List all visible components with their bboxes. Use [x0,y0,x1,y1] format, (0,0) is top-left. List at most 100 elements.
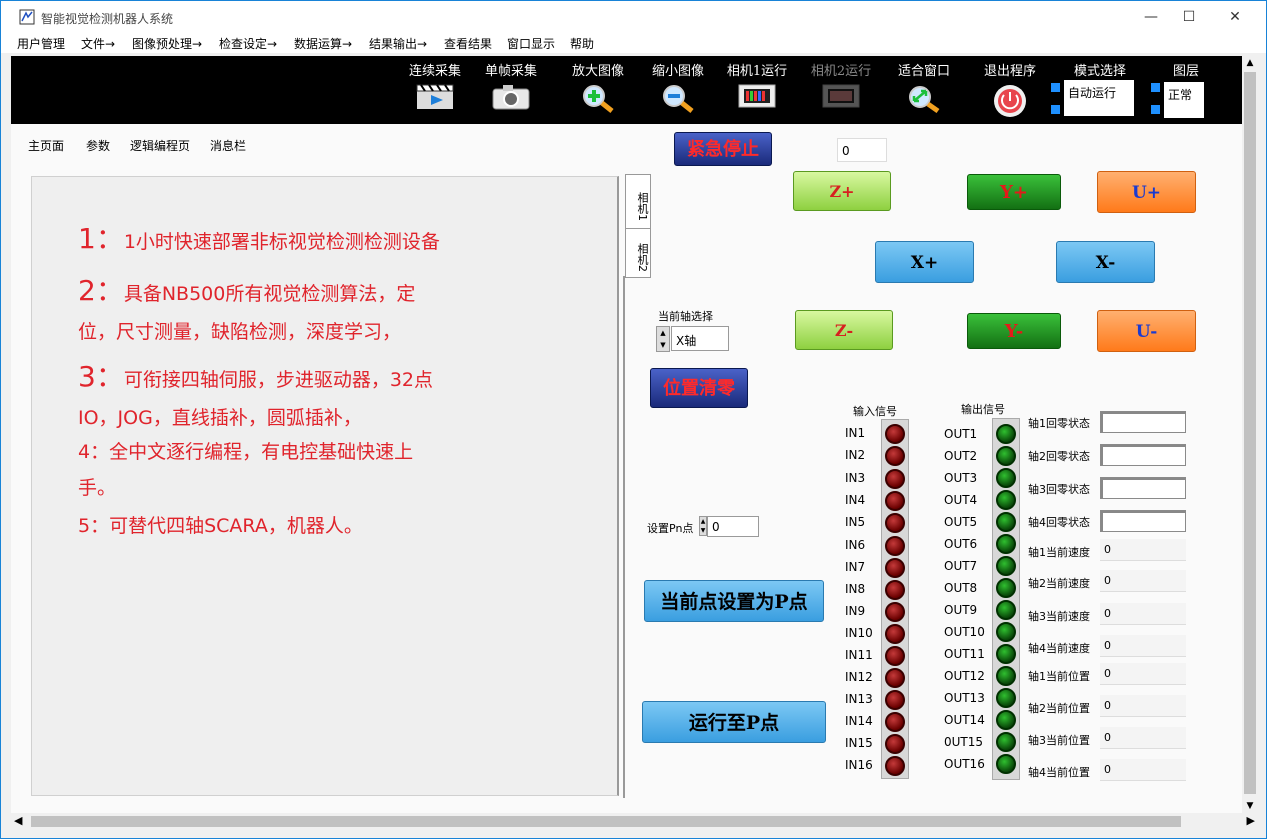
scroll-left-icon[interactable]: ◀ [14,814,23,827]
menu-window[interactable]: 窗口显示 [507,37,556,51]
menu-help[interactable]: 帮助 [570,37,595,51]
speed-value: 0 [1100,635,1186,657]
pn-field[interactable]: 0 [707,516,759,537]
horizontal-scroll-thumb[interactable] [31,816,1181,827]
close-button[interactable]: ✕ [1229,9,1241,25]
output-label: 0UT15 [944,735,984,749]
position-reset-button[interactable]: 位置清零 [650,368,748,408]
z-plus-button[interactable]: Z+ [793,171,891,211]
info-line-3: 3：可衔接四轴伺服，步进驱动器，32点 [78,355,433,395]
tab-home[interactable]: 主页面 [28,139,65,153]
horizontal-scrollbar[interactable]: ◀ ▶ [11,813,1258,830]
camera1-run-label: 相机1运行 [726,64,788,79]
info-number: 3： [78,360,124,393]
speed-value: 0 [1100,570,1186,592]
output-label: OUT8 [944,581,978,595]
tab-params[interactable]: 参数 [86,139,111,153]
input-label: IN16 [845,758,873,772]
fit-window-label: 适合窗口 [897,64,950,79]
output-led [996,512,1016,532]
scroll-right-icon[interactable]: ▶ [1246,814,1255,827]
info-number: 2： [78,274,124,307]
z-minus-button[interactable]: Z- [795,310,893,350]
axis-select-field[interactable]: X轴 [671,326,729,351]
layer-indicator-icon [1151,83,1160,92]
input-label: IN1 [845,426,866,440]
output-label: OUT10 [944,625,985,639]
input-led [885,446,905,466]
speed-value: 0 [1100,539,1186,561]
tab-logic[interactable]: 逻辑编程页 [130,139,191,153]
input-signal-title: 输入信号 [853,405,897,418]
mode-select[interactable]: 自动运行 [1064,80,1134,116]
menu-output[interactable]: 结果输出→ [369,37,428,51]
output-label: OUT4 [944,493,978,507]
menu-results[interactable]: 查看结果 [444,37,493,51]
single-capture-button[interactable]: 单帧采集 [479,60,543,115]
power-icon [994,85,1026,117]
fit-window-icon [909,86,940,114]
tab-divider [623,276,625,798]
x-minus-button[interactable]: X- [1056,241,1155,283]
menu-compute[interactable]: 数据运算→ [294,37,353,51]
exit-button[interactable]: 退出程序 [977,60,1043,123]
input-label: IN10 [845,626,873,640]
position-label: 轴4当前位置 [1028,766,1090,779]
tab-camera2[interactable]: 相机2 [625,228,651,278]
layer-select[interactable]: 正常 [1164,82,1204,118]
pn-spinner[interactable]: ▲▼ [699,516,707,536]
zoom-in-button[interactable]: 放大图像 [566,60,630,117]
estop-value-field[interactable]: 0 [837,138,887,162]
minimize-button[interactable]: — [1144,9,1158,25]
layer-label: 图层 [1172,64,1199,79]
input-label: IN5 [845,515,866,529]
scroll-up-icon[interactable]: ▲ [1246,58,1254,68]
y-minus-button[interactable]: Y- [967,313,1061,349]
input-led [885,646,905,666]
maximize-button[interactable]: ☐ [1182,9,1196,25]
camera2-run-button[interactable]: 相机2运行 [805,60,877,113]
output-label: OUT14 [944,713,985,727]
info-line-1: 1：1小时快速部署非标视觉检测检测设备 [78,217,440,257]
info-line-3b: IO，JOG，直线插补，圆弧插补， [78,407,362,429]
vertical-scrollbar[interactable]: ▲ ▼ [1242,56,1258,813]
emergency-stop-button[interactable]: 紧急停止 [674,132,772,166]
info-line-4b: 手。 [78,477,117,499]
input-label: IN11 [845,648,873,662]
title-bar: 智能视觉检测机器人系统 — ☐ ✕ [1,1,1266,33]
continuous-capture-button[interactable]: 连续采集 [403,60,467,115]
output-led [996,556,1016,576]
u-plus-button[interactable]: U+ [1097,171,1196,213]
axis-spinner[interactable]: ▲▼ [656,326,670,352]
fit-window-button[interactable]: 适合窗口 [890,60,958,117]
camera1-run-button[interactable]: 相机1运行 [721,60,793,113]
menu-user[interactable]: 用户管理 [17,37,66,51]
x-plus-button[interactable]: X+ [875,241,974,283]
scroll-down-icon[interactable]: ▼ [1246,801,1254,811]
output-led [996,578,1016,598]
output-led [996,666,1016,686]
vertical-scroll-thumb[interactable] [1244,72,1256,794]
output-label: OUT5 [944,515,978,529]
input-led [885,558,905,578]
input-led [885,580,905,600]
output-led [996,490,1016,510]
run-to-p-button[interactable]: 运行至P点 [642,701,826,743]
u-minus-button[interactable]: U- [1097,310,1196,352]
position-label: 轴3当前位置 [1028,734,1090,747]
tab-messages[interactable]: 消息栏 [210,139,247,153]
y-plus-button[interactable]: Y+ [967,174,1061,210]
home-status-indicator [1100,444,1186,466]
input-led [885,734,905,754]
menu-file[interactable]: 文件→ [81,37,116,51]
position-value: 0 [1100,663,1186,685]
set-current-as-p-button[interactable]: 当前点设置为P点 [644,580,824,622]
speed-label: 轴4当前速度 [1028,642,1090,655]
zoom-out-button[interactable]: 缩小图像 [646,60,710,117]
input-led [885,756,905,776]
menu-inspect[interactable]: 检查设定→ [219,37,278,51]
output-led [996,424,1016,444]
output-label: OUT16 [944,757,985,771]
tab-camera1[interactable]: 相机1 [625,174,651,230]
menu-preprocess[interactable]: 图像预处理→ [132,37,203,51]
